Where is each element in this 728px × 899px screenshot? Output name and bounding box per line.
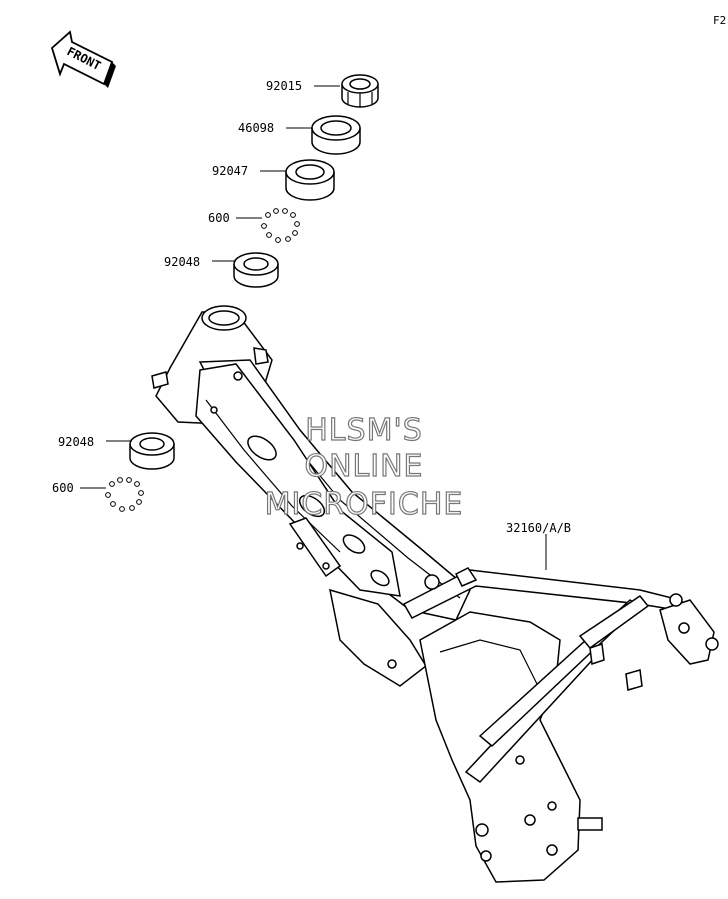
watermark-line-3: MICROFICHE bbox=[265, 487, 464, 522]
front-arrow-icon: FRONT bbox=[50, 30, 116, 88]
part-label-46098: 46098 bbox=[238, 121, 274, 135]
part-label-92047: 92047 bbox=[212, 164, 248, 178]
part-label-600-lower: 600 bbox=[52, 481, 74, 495]
part-92015-nut bbox=[341, 74, 379, 108]
part-600-balls-lower bbox=[105, 477, 144, 512]
part-92048-race-lower bbox=[129, 432, 175, 470]
part-92048-race-upper bbox=[233, 252, 279, 288]
part-600-balls-upper bbox=[261, 208, 300, 243]
part-46098-cap bbox=[311, 115, 361, 155]
part-label-92048-upper: 92048 bbox=[164, 255, 200, 269]
watermark-line-1: HLSM'S bbox=[305, 413, 423, 448]
part-label-32160: 32160/A/B bbox=[506, 521, 571, 535]
part-label-92048-lower: 92048 bbox=[58, 435, 94, 449]
part-label-600-upper: 600 bbox=[208, 211, 230, 225]
watermark-line-2: ONLINE bbox=[304, 449, 423, 484]
watermark: HLSM'S ONLINE MICROFICHE bbox=[264, 412, 464, 522]
part-label-92015: 92015 bbox=[266, 79, 302, 93]
part-92047-race bbox=[285, 159, 335, 201]
corner-code: F2 bbox=[713, 14, 726, 27]
main-frame bbox=[151, 305, 719, 883]
